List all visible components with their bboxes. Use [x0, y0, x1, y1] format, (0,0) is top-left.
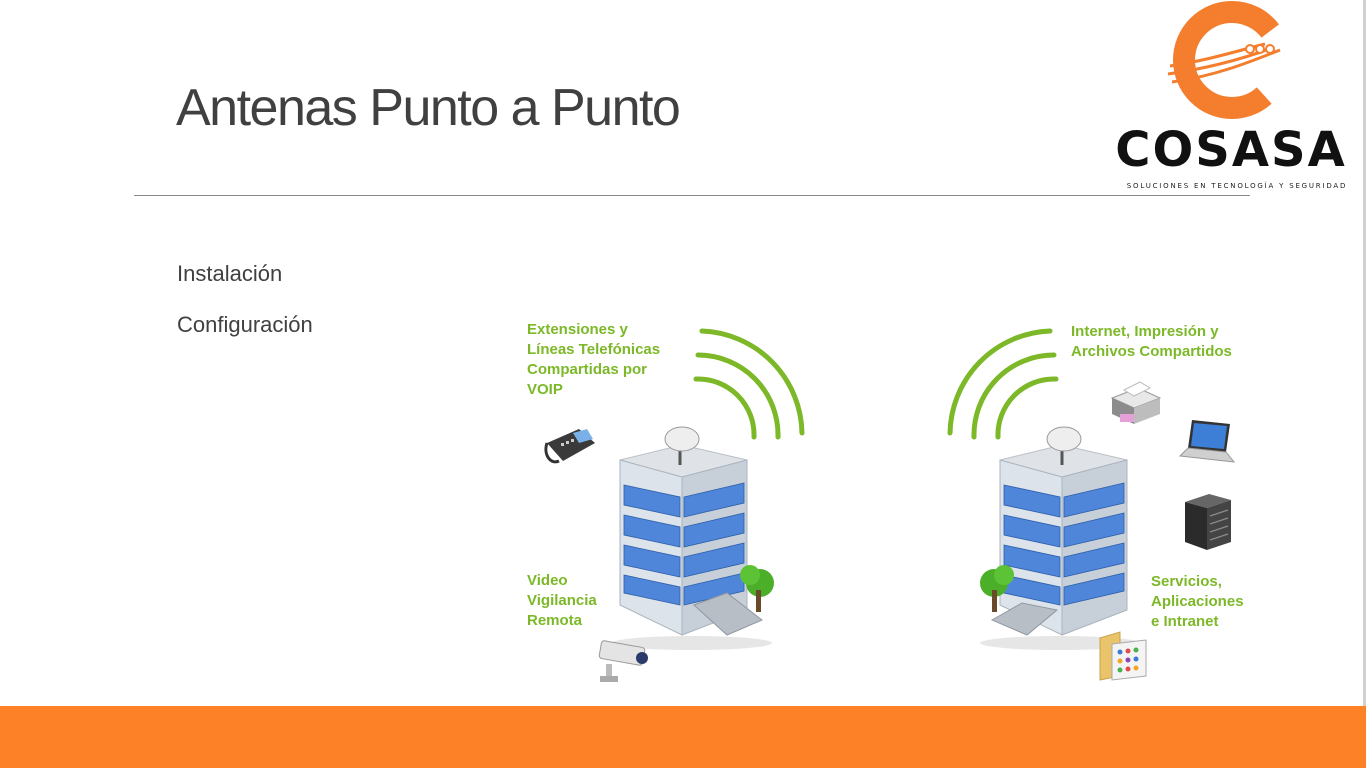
building-left-icon [612, 426, 774, 650]
server-icon [1185, 494, 1231, 550]
logo-wordmark: COSASA [1115, 122, 1347, 178]
building-right-icon [980, 426, 1140, 650]
bullet-installation: Instalación [177, 261, 283, 286]
folder-apps-icon [1099, 631, 1147, 681]
slide-title: Antenas Punto a Punto [176, 79, 681, 137]
right-edge-line [1363, 0, 1366, 706]
logo-tagline: SOLUCIONES EN TECNOLOGÍA Y SEGURIDAD [1126, 182, 1348, 190]
label-internet-printing: Internet, Impresión y Archivos Compartid… [1071, 323, 1232, 360]
bullet-configuration: Configuración [177, 312, 313, 337]
label-services: Servicios, Aplicaciones e Intranet [1151, 573, 1244, 630]
cosasa-logo: COSASA SOLUCIONES EN TECNOLOGÍA Y SEGURI… [1100, 0, 1362, 195]
logo-emblem [1167, 1, 1291, 119]
printer-icon [1110, 381, 1162, 424]
signal-waves-left-icon [693, 328, 805, 440]
label-video-surveillance: Video Vigilancia Remota [527, 572, 597, 629]
footer-bar [0, 706, 1366, 768]
title-divider [134, 195, 1250, 196]
signal-waves-right-icon [947, 328, 1059, 440]
security-camera-icon [598, 640, 648, 682]
label-voip: Extensiones y Líneas Telefónicas Compart… [527, 321, 661, 398]
laptop-icon [1178, 420, 1236, 463]
ip-phone-icon [544, 429, 595, 464]
